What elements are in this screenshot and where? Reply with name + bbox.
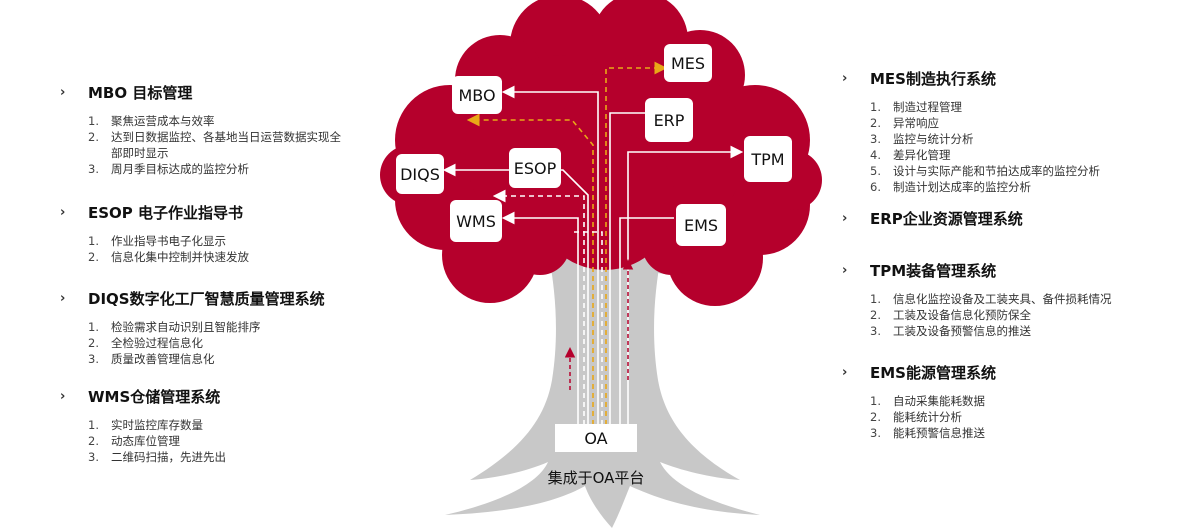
section-ems: › EMS能源管理系统 1.自动采集能耗数据 2.能耗统计分析 3.能耗预警信息推… [842,362,996,441]
list-item: 1.聚焦运营成本与效率 [88,114,215,128]
section-erp: › ERP企业资源管理系统 [842,208,1023,229]
section-esop: › ESOP 电子作业指导书 1.作业指导书电子化显示 2.信息化集中控制并快速发… [60,202,249,265]
tree-caption: 集成于OA平台 [548,469,645,487]
chevron-right-icon: › [60,291,66,306]
upward-arrows [564,259,634,390]
list-item: 3.质量改善管理信息化 [88,352,215,366]
svg-text:MES: MES [671,54,705,73]
svg-text:ESOP: ESOP [514,159,557,178]
list-item: 3.工装及设备预警信息的推送 [870,324,1031,338]
node-wms: WMS [450,200,502,242]
list-item: 6.制造计划达成率的监控分析 [870,180,1031,194]
svg-text:DIQS: DIQS [400,165,440,184]
section-title: DIQS数字化工厂智慧质量管理系统 [88,290,325,308]
section-diqs: › DIQS数字化工厂智慧质量管理系统 1.检验需求自动识别且智能排序 2.全检验… [60,288,325,367]
section-mes: › MES制造执行系统 1.制造过程管理 2.异常响应 3.监控与统计分析 4.差… [842,68,1100,195]
svg-text:WMS: WMS [456,212,496,231]
list-item: 3.二维码扫描，先进先出 [88,450,226,464]
node-mbo: MBO [452,76,502,114]
section-title: ESOP 电子作业指导书 [88,204,244,222]
chevron-right-icon: › [842,211,848,226]
svg-text:MBO: MBO [458,86,495,105]
chevron-right-icon: › [842,263,848,278]
list-item: 2.异常响应 [870,116,939,130]
chevron-right-icon: › [842,71,848,86]
list-item: 1.制造过程管理 [870,100,962,114]
section-mbo: › MBO 目标管理 1.聚焦运营成本与效率 2.达到日数据监控、各基地当日运营数… [60,82,348,177]
svg-text:EMS: EMS [684,216,718,235]
list-item: 1.信息化监控设备及工装夹具、备件损耗情况 [870,292,1112,306]
section-title: EMS能源管理系统 [870,364,996,382]
section-wms: › WMS仓储管理系统 1.实时监控库存数量 2.动态库位管理 3.二维码扫描，先… [60,386,226,465]
list-item: 1.作业指导书电子化显示 [88,234,226,248]
svg-text:ERP: ERP [654,111,685,130]
svg-text:OA: OA [584,429,607,448]
list-item: 2.信息化集中控制并快速发放 [88,250,249,264]
section-title: WMS仓储管理系统 [88,388,221,406]
node-mes: MES [664,44,712,82]
list-item: 2.达到日数据监控、各基地当日运营数据实现全部即时显示 [88,130,341,160]
chevron-right-icon: › [60,205,66,220]
node-ems: EMS [676,204,726,246]
list-item: 2.全检验过程信息化 [88,336,203,350]
node-oa: OA [555,424,637,452]
list-item: 2.工装及设备信息化预防保全 [870,308,1031,322]
list-item: 1.实时监控库存数量 [88,418,203,432]
section-title: MES制造执行系统 [870,70,996,88]
list-item: 3.监控与统计分析 [870,132,974,146]
node-esop: ESOP [509,148,561,188]
list-item: 2.能耗统计分析 [870,410,962,424]
node-tpm: TPM [744,136,792,182]
list-item: 5.设计与实际产能和节拍达成率的监控分析 [870,164,1100,178]
chevron-right-icon: › [60,85,66,100]
section-title: MBO 目标管理 [88,84,193,102]
list-item: 3.能耗预警信息推送 [870,426,985,440]
section-tpm: › TPM装备管理系统 1.信息化监控设备及工装夹具、备件损耗情况 2.工装及设备… [842,260,1112,339]
section-title: ERP企业资源管理系统 [870,210,1023,228]
chevron-right-icon: › [842,365,848,380]
node-erp: ERP [645,98,693,142]
section-title: TPM装备管理系统 [870,262,997,280]
list-item: 1.检验需求自动识别且智能排序 [88,320,261,334]
list-item: 4.差异化管理 [870,148,951,162]
node-diqs: DIQS [396,154,444,194]
integration-dashed-lines [466,61,668,425]
list-item: 1.自动采集能耗数据 [870,394,985,408]
list-item: 2.动态库位管理 [88,434,180,448]
list-item: 3.周月季目标达成的监控分析 [88,162,249,176]
svg-text:TPM: TPM [750,150,784,169]
chevron-right-icon: › [60,389,66,404]
